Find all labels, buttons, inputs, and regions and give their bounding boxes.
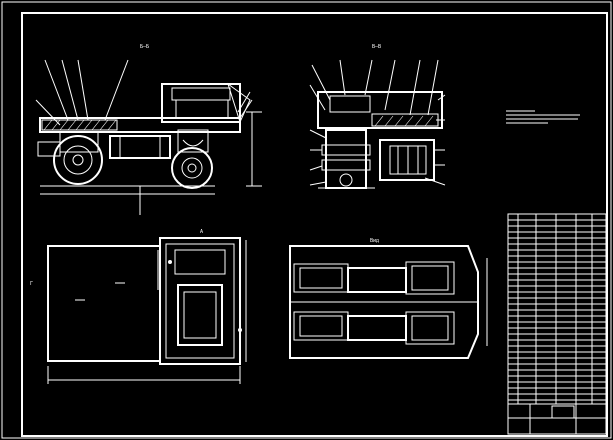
bottom-view-label: Вид bbox=[370, 238, 379, 244]
front-section-label: В–В bbox=[372, 44, 381, 50]
front-section-view: В–В bbox=[309, 44, 446, 189]
parts-list-table bbox=[507, 213, 607, 435]
sheet-inner-frame bbox=[21, 12, 608, 437]
bottom-view: Вид bbox=[289, 238, 488, 359]
plan-center-mark: А bbox=[200, 229, 203, 235]
side-section-view: Б–Б bbox=[35, 44, 262, 215]
technical-notes bbox=[506, 110, 580, 124]
plan-view: Г А bbox=[30, 229, 247, 384]
plan-left-mark: Г bbox=[30, 281, 33, 287]
side-section-label: Б–Б bbox=[140, 44, 149, 50]
